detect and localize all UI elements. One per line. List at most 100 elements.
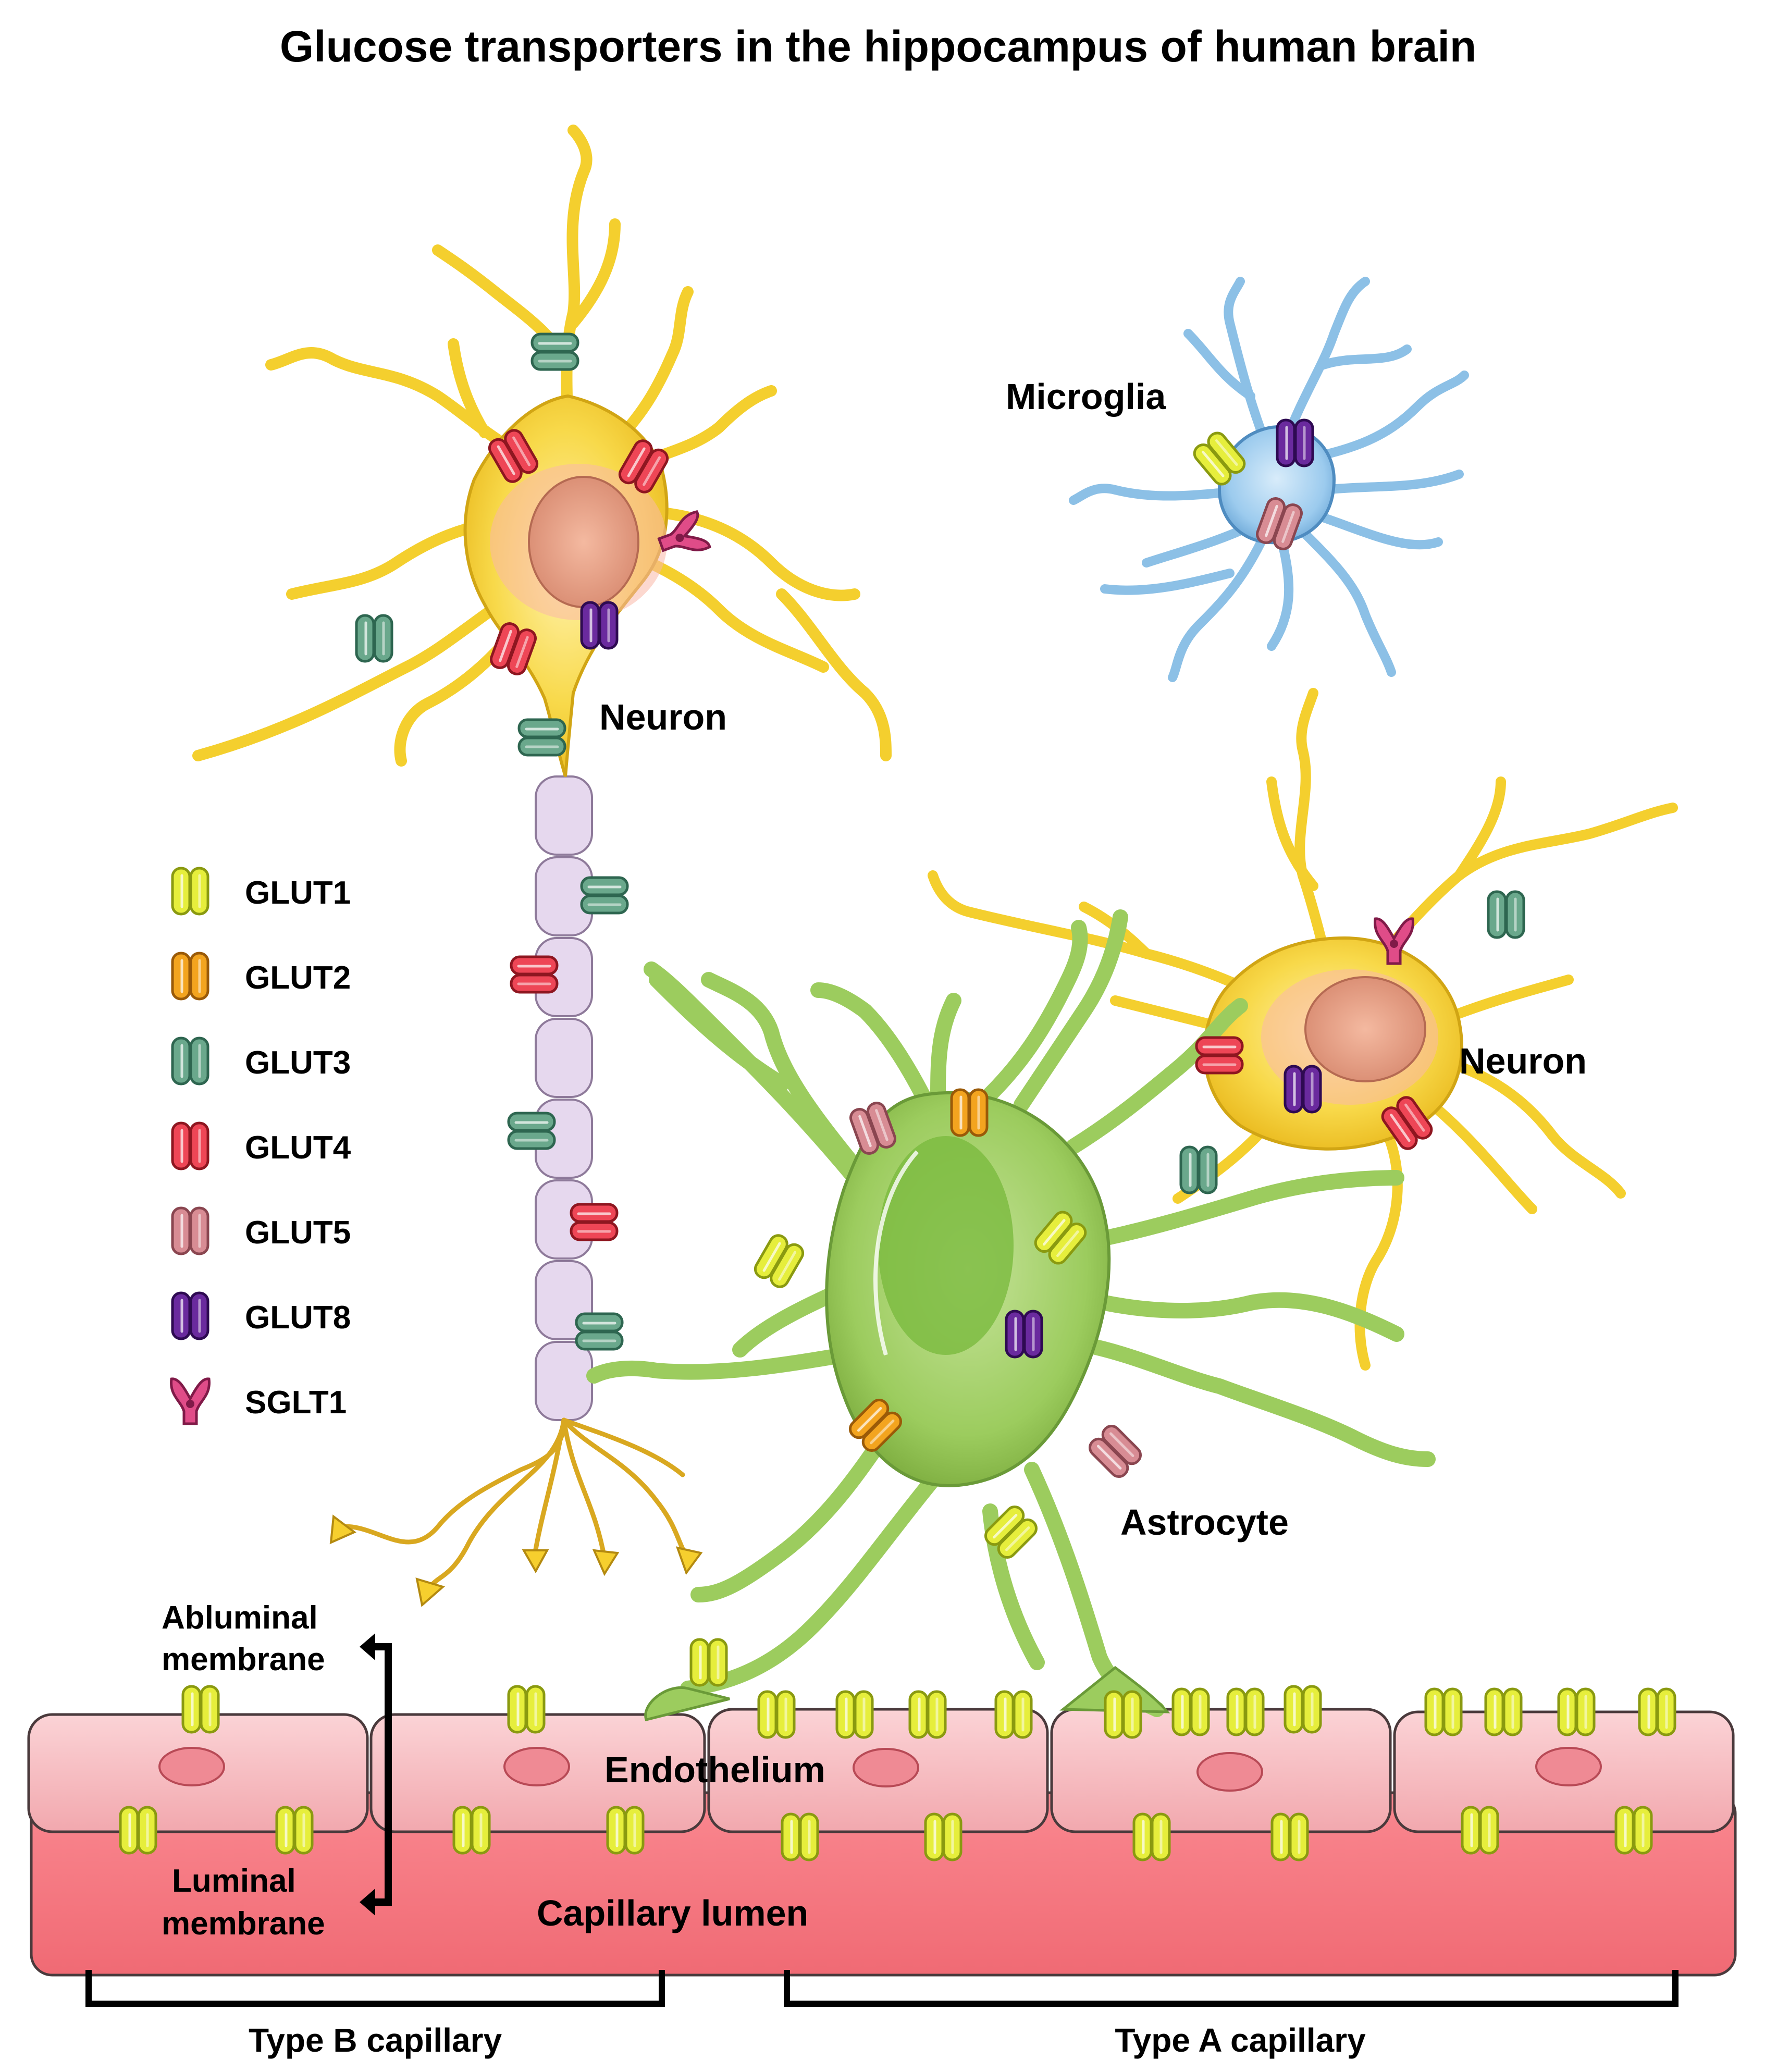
- glut3-transporter-icon: [355, 614, 393, 663]
- sglt1-transporter-icon: [1374, 917, 1414, 965]
- glut1-transporter-icon: [1284, 1685, 1322, 1734]
- label-luminal-membrane-line2: membrane: [162, 1906, 325, 1942]
- axon-terminal-boutons: [329, 1514, 703, 1607]
- sglt1-transporter-icon: [170, 1377, 211, 1425]
- arrow-luminal-icon: [360, 1889, 375, 1916]
- glut4-transporter-icon: [1381, 1096, 1433, 1150]
- bracket-type-a: [784, 1970, 1679, 2007]
- legend-item: GLUT1: [171, 867, 351, 916]
- endothelial-nucleus: [1196, 1752, 1263, 1792]
- glut8-transporter-icon: [1276, 418, 1314, 467]
- axon-terminals: [336, 1417, 690, 1597]
- legend-label: GLUT4: [245, 1130, 351, 1166]
- glut1-transporter-icon: [924, 1812, 962, 1861]
- glut1-transporter-icon: [835, 1690, 874, 1739]
- capillary-type-brackets: [85, 1970, 1679, 2007]
- glut1-transporter-icon: [1461, 1806, 1499, 1855]
- glut1-transporter-icon: [1270, 1812, 1309, 1861]
- glut1-transporter-icon: [1638, 1687, 1676, 1736]
- glut2-transporter-icon: [848, 1398, 903, 1452]
- glut1-transporter-icon: [1614, 1806, 1653, 1855]
- glut1-transporter-icon: [757, 1690, 796, 1739]
- membrane-bracket-arrows: [360, 1633, 375, 1916]
- endothelial-nucleus: [1535, 1747, 1602, 1786]
- astrocyte-highlight: [873, 1150, 919, 1356]
- glut3-transporter-icon: [517, 718, 566, 757]
- glut8-transporter-icon: [1284, 1065, 1322, 1114]
- glut1-transporter-icon: [275, 1806, 314, 1855]
- astrocyte-processes: [586, 909, 1436, 1717]
- label-capillary-lumen: Capillary lumen: [537, 1893, 808, 1933]
- legend-item: GLUT2: [171, 952, 351, 1001]
- glut1-transporter-icon: [1104, 1690, 1142, 1739]
- legend-item: GLUT8: [171, 1291, 351, 1340]
- myelin-segment: [535, 1018, 593, 1098]
- glut3-transporter-icon: [580, 876, 629, 915]
- label-neuron-right: Neuron: [1459, 1041, 1587, 1081]
- glut2-transporter-icon: [171, 952, 209, 1001]
- glut8-transporter-icon: [171, 1291, 209, 1340]
- myelin-segment: [535, 1341, 593, 1421]
- glut3-transporter-icon: [575, 1312, 624, 1351]
- glut1-transporter-icon: [754, 1234, 805, 1288]
- glut1-transporter-icon: [1424, 1687, 1463, 1736]
- label-abluminal-membrane-line2: membrane: [162, 1642, 325, 1678]
- sglt1-transporter-icon: [657, 510, 711, 552]
- diagram-title: Glucose transporters in the hippocampus …: [280, 22, 1476, 71]
- glut1-transporter-icon: [994, 1690, 1033, 1739]
- glut1-transporter-icon: [1193, 431, 1246, 486]
- label-astrocyte: Astrocyte: [1120, 1502, 1289, 1543]
- glut3-transporter-icon: [507, 1112, 556, 1150]
- label-neuron-top: Neuron: [599, 697, 727, 737]
- glut1-transporter-icon: [984, 1505, 1038, 1559]
- astrocyte-cell: [586, 909, 1436, 1721]
- glut1-transporter-icon: [1484, 1687, 1523, 1736]
- glut3-transporter-icon: [530, 332, 579, 371]
- label-type-a-capillary: Type A capillary: [1115, 2021, 1366, 2059]
- legend-item: GLUT4: [171, 1121, 351, 1170]
- label-type-b-capillary: Type B capillary: [249, 2021, 502, 2059]
- glut1-transporter-icon: [452, 1806, 491, 1855]
- glut5-transporter-icon: [1088, 1424, 1142, 1478]
- glut3-transporter-icon: [1487, 890, 1525, 939]
- myelin-segment: [535, 856, 593, 936]
- glut1-transporter-icon: [606, 1806, 645, 1855]
- glut1-transporter-icon: [171, 867, 209, 916]
- legend-label: GLUT8: [245, 1300, 351, 1336]
- glut1-transporter-icon: [181, 1685, 220, 1734]
- glut2-transporter-icon: [950, 1088, 989, 1137]
- microglia-cell: [1069, 277, 1469, 682]
- glut8-transporter-icon: [580, 601, 619, 650]
- label-microglia: Microglia: [1006, 376, 1166, 417]
- glut3-transporter-icon: [171, 1037, 209, 1086]
- glut4-transporter-icon: [488, 429, 539, 483]
- endothelial-nucleus: [503, 1747, 570, 1786]
- microglia-processes: [1069, 277, 1469, 682]
- legend-label: GLUT5: [245, 1215, 351, 1251]
- endothelial-nucleus: [853, 1748, 919, 1787]
- membrane-bracket: [367, 1643, 392, 1906]
- glut1-transporter-icon: [119, 1806, 157, 1855]
- legend-item: GLUT3: [171, 1037, 351, 1086]
- legend-label: GLUT1: [245, 875, 351, 911]
- glut1-transporter-icon: [781, 1812, 819, 1861]
- glut1-transporter-icon: [1557, 1687, 1596, 1736]
- neuron-right: [928, 688, 1678, 1371]
- neuron-top-nucleus: [528, 476, 639, 608]
- legend-item: SGLT1: [170, 1377, 347, 1425]
- myelin-segment: [535, 775, 593, 856]
- neuron-top: [192, 125, 892, 777]
- glut5-transporter-icon: [1256, 497, 1303, 550]
- glut1-transporter-icon: [507, 1685, 546, 1734]
- glut8-transporter-icon: [1005, 1310, 1043, 1359]
- legend-item: GLUT5: [171, 1206, 351, 1255]
- astrocyte-nucleus: [878, 1136, 1014, 1355]
- glut1-transporter-icon: [689, 1638, 728, 1687]
- bracket-type-b: [85, 1970, 665, 2007]
- glut4-transporter-icon: [570, 1203, 619, 1241]
- glut4-transporter-icon: [510, 955, 559, 994]
- legend-label: GLUT2: [245, 960, 351, 996]
